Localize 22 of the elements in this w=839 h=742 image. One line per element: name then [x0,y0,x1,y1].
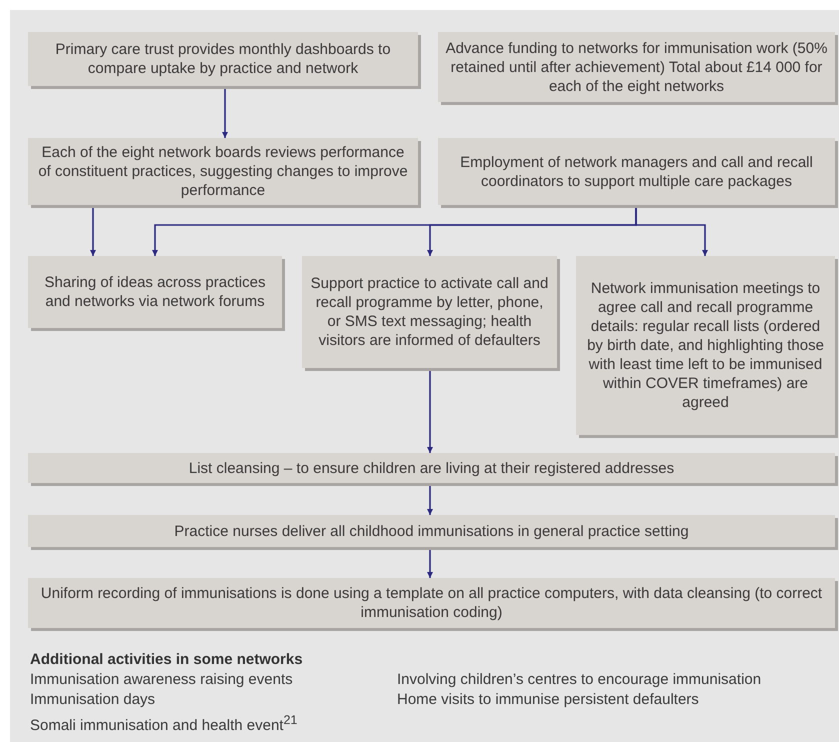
process-box: List cleansing – to ensure children are living at their registered addresses [28,453,835,483]
arrow [427,368,433,453]
process-box: Each of the eight network boards reviews performance of constituent practices, suggesting changes to improve performance [28,138,418,205]
section-heading: Additional activities in some networks [30,650,303,669]
process-box: Practice nurses deliver all childhood immunisations in general practice setting [28,515,835,547]
process-box: Uniform recording of immunisations is done using a template on all practice computers, with data cleansing (to correct immunisation coding) [28,578,835,628]
list-item: Involving children’s centres to encourage immunisation [397,670,762,689]
list-item: Immunisation awareness raising events [30,670,293,689]
process-box: Network immunisation meetings to agree call and recall programme details: regular recall lists (ordered by birth date, and highlighting those with least time left to be immunised within COVER timeframes) are agreed [576,256,835,435]
process-box: Advance funding to networks for immunisation work (50% retained until after achievement) Total about £14 000 for each of the eight networks [438,32,835,102]
process-box: Primary care trust provides monthly dashboards to compare uptake by practice and network [28,32,418,86]
process-box: Support practice to activate call and recall programme by letter, phone, or SMS text messaging; health visitors are informed of defaulters [302,256,557,368]
arrow [222,86,228,138]
arrow [427,547,433,578]
process-box: Employment of network managers and call and recall coordinators to support multiple care packages [438,138,835,205]
arrow [90,205,96,256]
list-item: Immunisation days [30,690,156,709]
process-box: Sharing of ideas across practices and networks via network forums [28,256,282,328]
list-item: Home visits to immunise persistent defaulters [397,690,699,709]
list-item: Somali immunisation and health event$^{21}$ [30,712,298,735]
arrow [427,483,433,515]
arrow [635,205,708,256]
